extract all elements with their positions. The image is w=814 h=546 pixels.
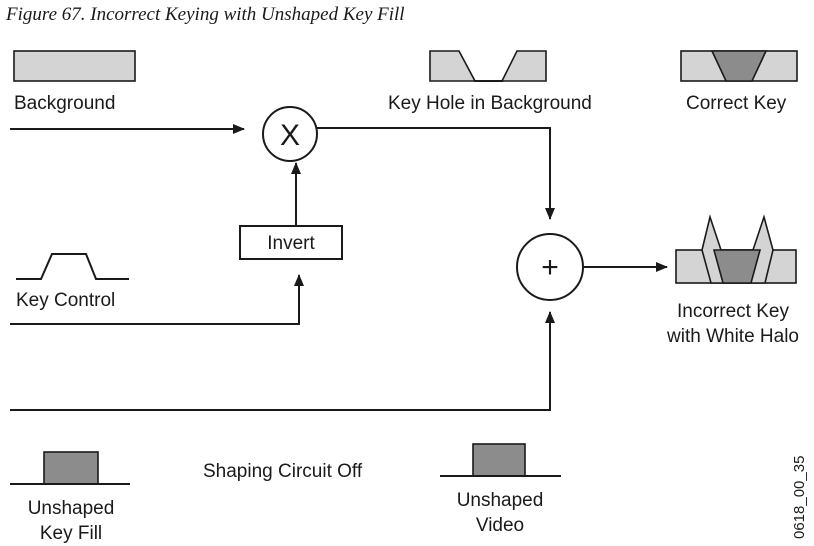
unshaped-key-fill-swatch — [43, 451, 99, 485]
key-hole-right-swatch — [500, 50, 547, 82]
incorrect-key-label-line1: Incorrect Key — [677, 301, 789, 322]
key-hole-label: Key Hole in Background — [388, 93, 592, 114]
background-label: Background — [14, 93, 115, 114]
add-node — [516, 233, 584, 301]
unshaped-key-fill-label-line1: Unshaped — [28, 498, 115, 519]
multiply-node — [262, 106, 318, 162]
unshaped-key-fill-label-line2: Key Fill — [40, 523, 102, 544]
unshaped-fill-line — [10, 311, 555, 411]
add-symbol: + — [541, 251, 559, 284]
invert-label: Invert — [267, 233, 315, 254]
key-control-label: Key Control — [16, 290, 115, 311]
figure-id-code: 0618_00_35 — [791, 456, 808, 539]
unshaped-video-label-line2: Video — [476, 515, 524, 536]
incorrect-key-label-line2: with White Halo — [666, 326, 799, 347]
figure-caption: Figure 67. Incorrect Keying with Unshape… — [5, 4, 405, 25]
incorrect-key-fill — [712, 249, 762, 284]
unshaped-video-label-line1: Unshaped — [457, 490, 544, 511]
correct-key-fill — [710, 50, 768, 82]
key-hole-signal-line — [317, 127, 555, 220]
key-hole-left-swatch — [429, 50, 477, 82]
shaping-circuit-label: Shaping Circuit Off — [203, 461, 363, 482]
invert-box — [239, 225, 343, 260]
multiply-symbol: X — [280, 119, 300, 152]
background-swatch — [13, 50, 136, 82]
unshaped-video-swatch — [472, 443, 526, 477]
key-control-line — [10, 274, 304, 325]
correct-key-label: Correct Key — [686, 93, 787, 114]
key-control-waveform — [16, 253, 129, 280]
